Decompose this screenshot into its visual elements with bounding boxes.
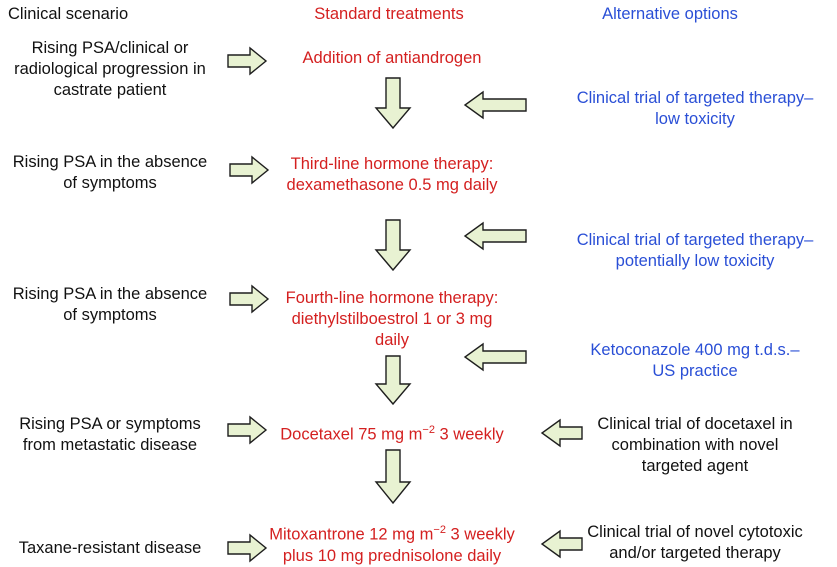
alternative-1-line-2: low toxicity <box>655 110 735 128</box>
scenario-4: Rising PSA or symptoms from metastatic d… <box>0 414 220 456</box>
scenario-2: Rising PSA in the absence of symptoms <box>0 152 220 194</box>
left-arrow-4 <box>540 418 583 448</box>
header-alternative-options: Alternative options <box>602 5 738 23</box>
left-arrow-1 <box>463 90 527 120</box>
alternative-3-line-1: Ketoconazole 400 mg t.d.s.– <box>590 341 800 359</box>
scenario-1-line-2: radiological progression in <box>14 60 206 78</box>
scenario-3-line-2: of symptoms <box>63 306 157 324</box>
scenario-3-line-1: Rising PSA in the absence <box>12 285 208 303</box>
alternative-5: Clinical trial of novel cytotoxic and/or… <box>560 522 830 564</box>
alternative-4-line-1: Clinical trial of docetaxel in <box>597 415 793 433</box>
alternative-1: Clinical trial of targeted therapy– low … <box>560 88 830 130</box>
standard-5-text: Mitoxantrone 12 mg m <box>269 525 434 544</box>
standard-2-line-1: Third-line hormone therapy: <box>290 155 494 173</box>
standard-4-text: Docetaxel 75 mg m <box>280 425 423 444</box>
alternative-1-line-1: Clinical trial of targeted therapy– <box>576 89 814 107</box>
down-arrow-4 <box>374 449 412 505</box>
down-arrow-2 <box>374 219 412 272</box>
header-clinical-scenario: Clinical scenario <box>8 5 129 23</box>
right-arrow-1 <box>227 46 268 76</box>
alternative-3-line-2: US practice <box>652 362 738 380</box>
alternative-5-line-2: and/or targeted therapy <box>609 544 781 562</box>
scenario-2-line-2: of symptoms <box>63 174 157 192</box>
right-arrow-2 <box>229 155 270 185</box>
left-arrow-3 <box>463 342 527 372</box>
alternative-2-line-2: potentially low toxicity <box>615 252 775 270</box>
standard-1: Addition of antiandrogen <box>262 48 522 69</box>
alternative-5-line-1: Clinical trial of novel cytotoxic <box>587 523 803 541</box>
scenario-5-line-1: Taxane-resistant disease <box>18 539 202 557</box>
right-arrow-3 <box>229 284 270 314</box>
scenario-5: Taxane-resistant disease <box>0 538 220 559</box>
scenario-1-line-3: castrate patient <box>53 81 167 99</box>
left-arrow-2 <box>463 221 527 251</box>
alternative-4-line-3: targeted agent <box>641 457 749 475</box>
right-arrow-4 <box>227 415 268 445</box>
standard-4-superscript: −2 <box>422 424 435 436</box>
down-arrow-1 <box>374 77 412 130</box>
standard-3: Fourth-line hormone therapy: diethylstil… <box>262 288 522 351</box>
right-arrow-5 <box>227 533 268 563</box>
alternative-3: Ketoconazole 400 mg t.d.s.– US practice <box>560 340 830 382</box>
scenario-1: Rising PSA/clinical or radiological prog… <box>0 38 220 101</box>
standard-5-line-1: Mitoxantrone 12 mg m−2 3 weekly <box>262 520 522 546</box>
standard-3-line-3: daily <box>375 331 409 349</box>
standard-2-line-2: dexamethasone 0.5 mg daily <box>286 176 498 194</box>
scenario-1-line-1: Rising PSA/clinical or <box>31 39 189 57</box>
alternative-2-line-1: Clinical trial of targeted therapy– <box>576 231 814 249</box>
left-arrow-5 <box>540 529 583 559</box>
scenario-4-line-2: from metastatic disease <box>22 436 198 454</box>
alternative-4: Clinical trial of docetaxel in combinati… <box>560 414 830 477</box>
standard-3-line-1: Fourth-line hormone therapy: <box>285 289 499 307</box>
standard-5: Mitoxantrone 12 mg m−2 3 weekly plus 10 … <box>262 520 522 567</box>
standard-3-line-2: diethylstilboestrol 1 or 3 mg <box>291 310 493 328</box>
standard-4: Docetaxel 75 mg m−2 3 weekly <box>262 420 522 446</box>
scenario-2-line-1: Rising PSA in the absence <box>12 153 208 171</box>
scenario-3: Rising PSA in the absence of symptoms <box>0 284 220 326</box>
standard-5-superscript: −2 <box>433 524 446 536</box>
standard-4-text-end: 3 weekly <box>434 425 504 444</box>
down-arrow-3 <box>374 355 412 406</box>
scenario-4-line-1: Rising PSA or symptoms <box>19 415 201 433</box>
standard-1-line-1: Addition of antiandrogen <box>302 49 482 67</box>
header-standard-treatments: Standard treatments <box>314 5 464 23</box>
standard-2: Third-line hormone therapy: dexamethason… <box>262 154 522 196</box>
alternative-4-line-2: combination with novel <box>611 436 779 454</box>
alternative-2: Clinical trial of targeted therapy– pote… <box>560 230 830 272</box>
standard-5-line-2: plus 10 mg prednisolone daily <box>282 546 502 565</box>
standard-5-text-end: 3 weekly <box>445 525 515 544</box>
